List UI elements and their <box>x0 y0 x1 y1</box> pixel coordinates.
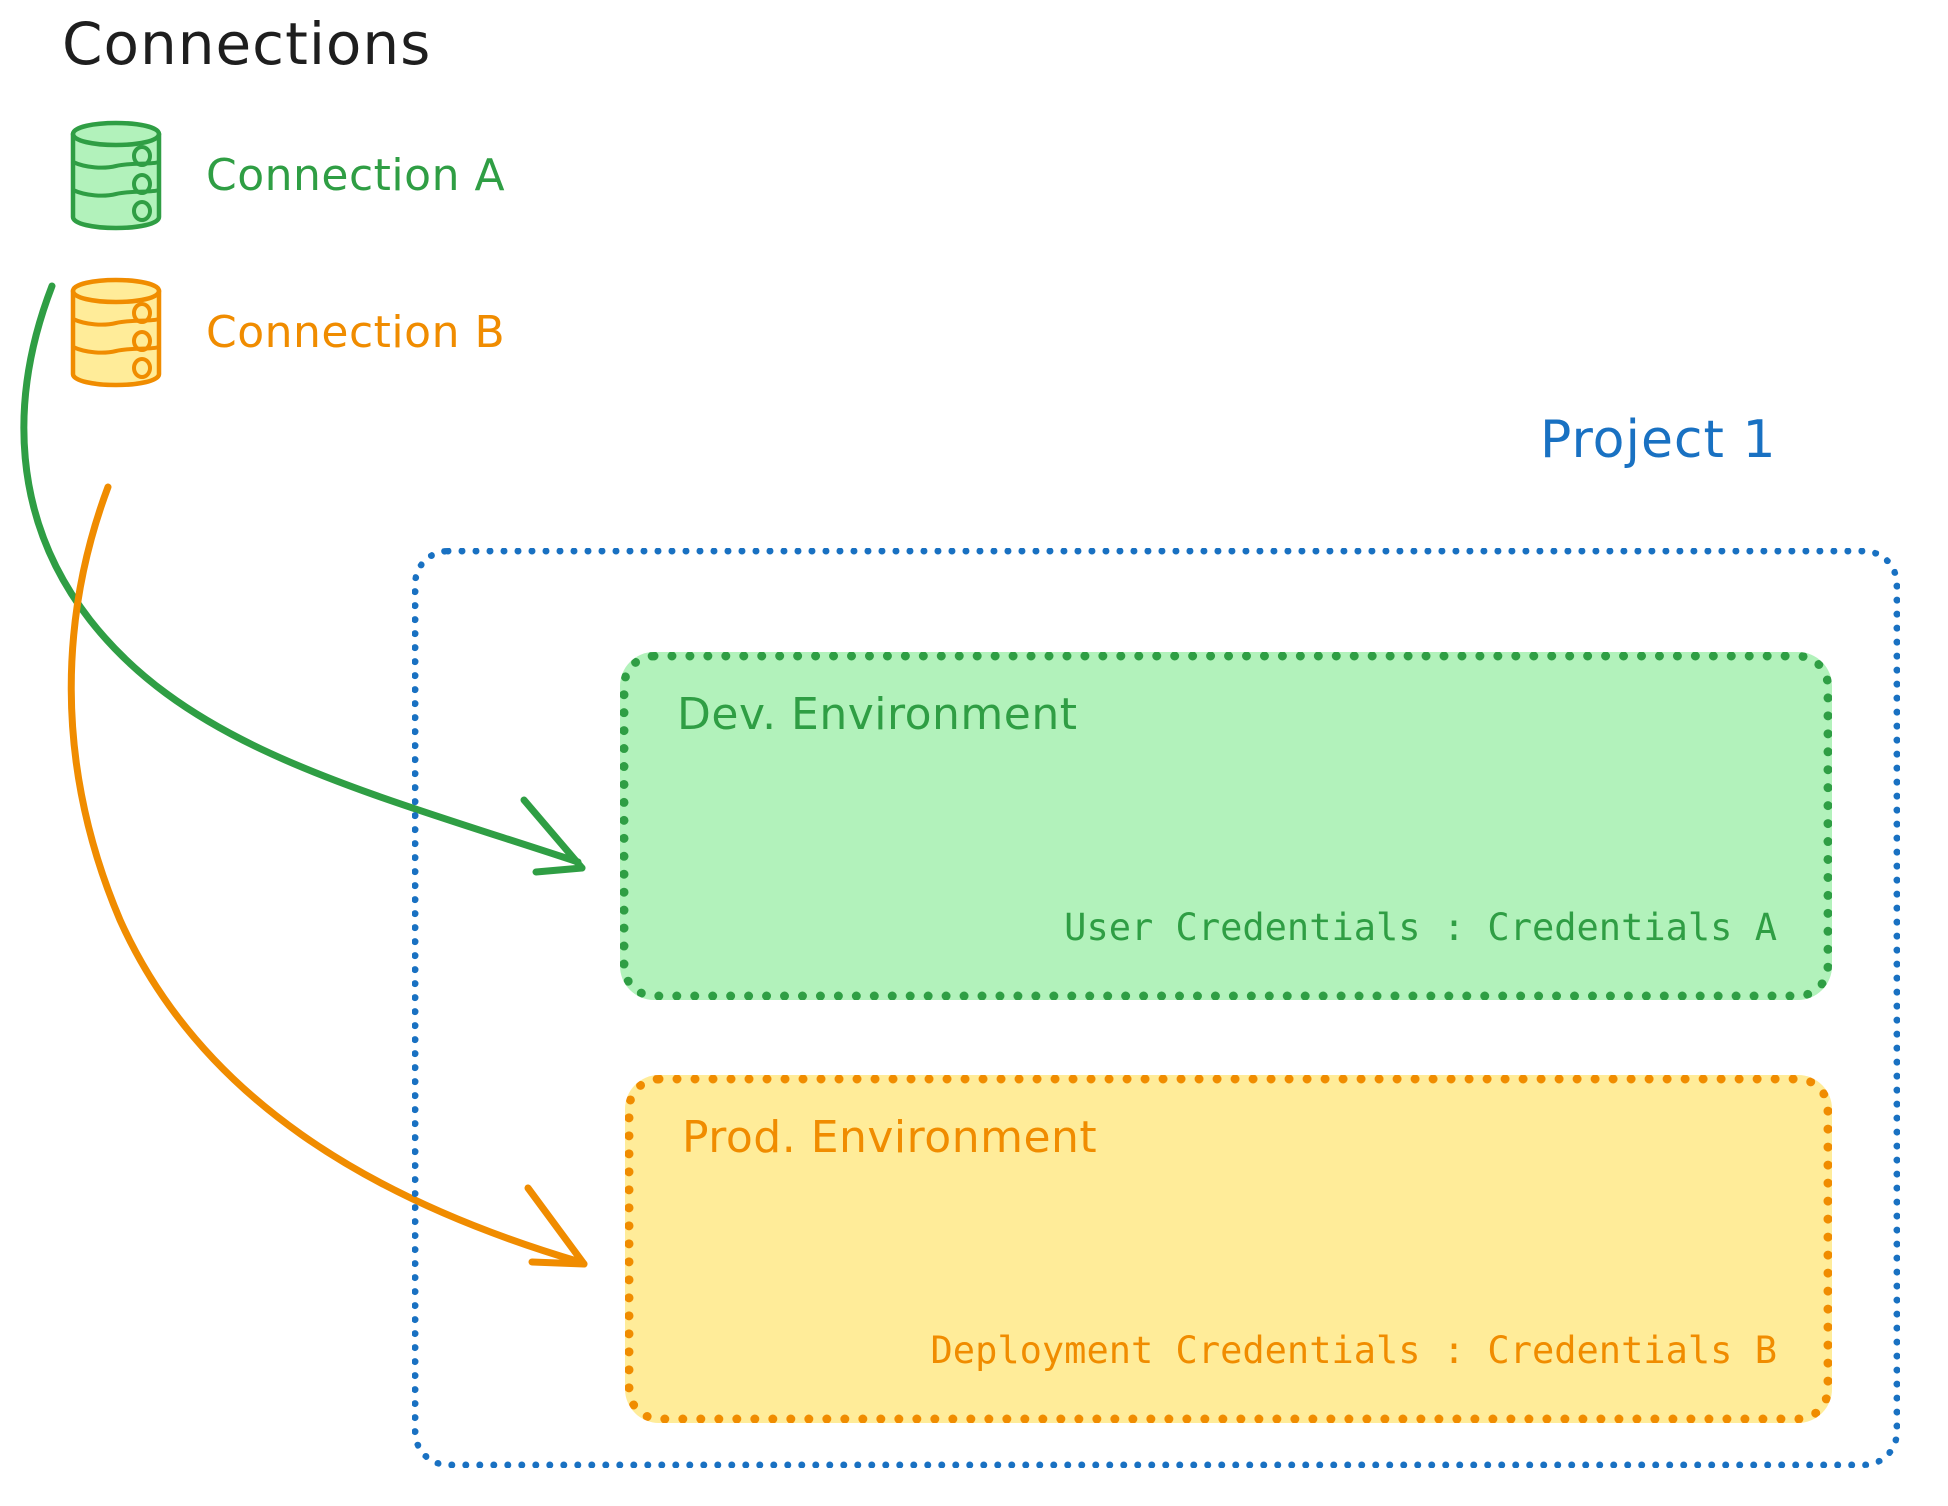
page-title: Connections <box>62 10 432 78</box>
connection-label-connection-a: Connection A <box>206 150 506 201</box>
project-title: Project 1 <box>1540 410 1777 470</box>
environment-card-prod[interactable]: Prod. Environment Deployment Credentials… <box>625 1075 1832 1423</box>
environment-title-dev: Dev. Environment <box>677 689 1078 740</box>
environment-credentials-prod: Deployment Credentials : Credentials B <box>930 1329 1777 1372</box>
connection-item-connection-b[interactable]: Connection B <box>64 275 505 390</box>
environment-title-prod: Prod. Environment <box>682 1112 1098 1163</box>
project-container <box>412 548 1900 1468</box>
database-cylinder-icon <box>64 118 168 233</box>
database-cylinder-icon <box>64 275 168 390</box>
connection-label-connection-b: Connection B <box>206 307 506 358</box>
connection-item-connection-a[interactable]: Connection A <box>64 118 505 233</box>
environment-credentials-dev: User Credentials : Credentials A <box>1064 906 1777 949</box>
environment-card-dev[interactable]: Dev. Environment User Credentials : Cred… <box>620 652 1832 1000</box>
